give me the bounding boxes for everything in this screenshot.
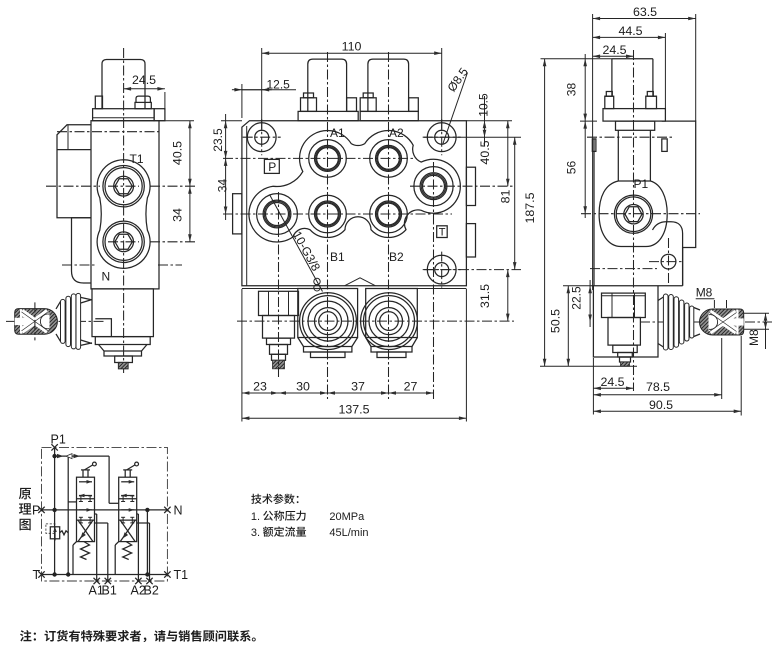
svg-text:137.5: 137.5 [338, 403, 369, 417]
svg-text:T1: T1 [130, 152, 144, 166]
svg-text:38: 38 [565, 83, 579, 97]
svg-text:81: 81 [499, 190, 513, 204]
svg-text:1.: 1. [251, 511, 260, 523]
svg-text:37: 37 [351, 380, 365, 394]
svg-text:A1: A1 [330, 126, 345, 140]
svg-text:110: 110 [342, 39, 362, 53]
svg-text:50.5: 50.5 [549, 309, 563, 333]
svg-text:3.: 3. [251, 527, 260, 539]
svg-text:B1: B1 [330, 250, 345, 264]
svg-text:A1: A1 [89, 584, 104, 598]
svg-text:N: N [102, 270, 111, 284]
svg-text:40.5: 40.5 [478, 140, 492, 164]
svg-text:M8: M8 [747, 329, 761, 346]
svg-text:A2: A2 [389, 126, 404, 140]
svg-text:44.5: 44.5 [618, 24, 642, 38]
svg-text:78.5: 78.5 [646, 380, 670, 394]
svg-text:34: 34 [216, 179, 230, 193]
svg-text:40.5: 40.5 [171, 141, 185, 165]
svg-text:45L/min: 45L/min [329, 527, 368, 539]
svg-text:B2: B2 [144, 584, 159, 598]
svg-text:23.5: 23.5 [211, 128, 225, 152]
svg-text:P1: P1 [634, 177, 649, 191]
svg-text:M8: M8 [696, 286, 713, 300]
svg-text:23: 23 [253, 380, 267, 394]
svg-text:B1: B1 [102, 584, 117, 598]
svg-text:P: P [268, 160, 276, 174]
svg-text:31.5: 31.5 [478, 284, 492, 308]
svg-text:T: T [439, 227, 446, 239]
svg-text:22.5: 22.5 [570, 286, 584, 310]
svg-text:27: 27 [404, 380, 418, 394]
svg-text:B2: B2 [389, 250, 404, 264]
svg-text:90.5: 90.5 [649, 398, 673, 412]
svg-text:T1: T1 [174, 568, 189, 582]
svg-text:A2: A2 [131, 584, 146, 598]
svg-text:56: 56 [565, 161, 579, 175]
svg-text:P1: P1 [51, 433, 66, 447]
svg-text:34: 34 [171, 208, 185, 222]
svg-text:187.5: 187.5 [523, 192, 537, 223]
svg-text:T: T [33, 568, 41, 582]
svg-text:12.5: 12.5 [267, 78, 291, 92]
svg-text:63.5: 63.5 [633, 5, 657, 19]
svg-text:24.5: 24.5 [600, 375, 624, 389]
svg-text:10.5: 10.5 [477, 93, 491, 117]
svg-text:N: N [174, 503, 183, 517]
svg-text:30: 30 [296, 380, 310, 394]
svg-text:20MPa: 20MPa [329, 511, 365, 523]
svg-text:24.5: 24.5 [602, 43, 626, 57]
svg-text:P: P [32, 503, 40, 517]
svg-text:24.5: 24.5 [132, 73, 156, 87]
